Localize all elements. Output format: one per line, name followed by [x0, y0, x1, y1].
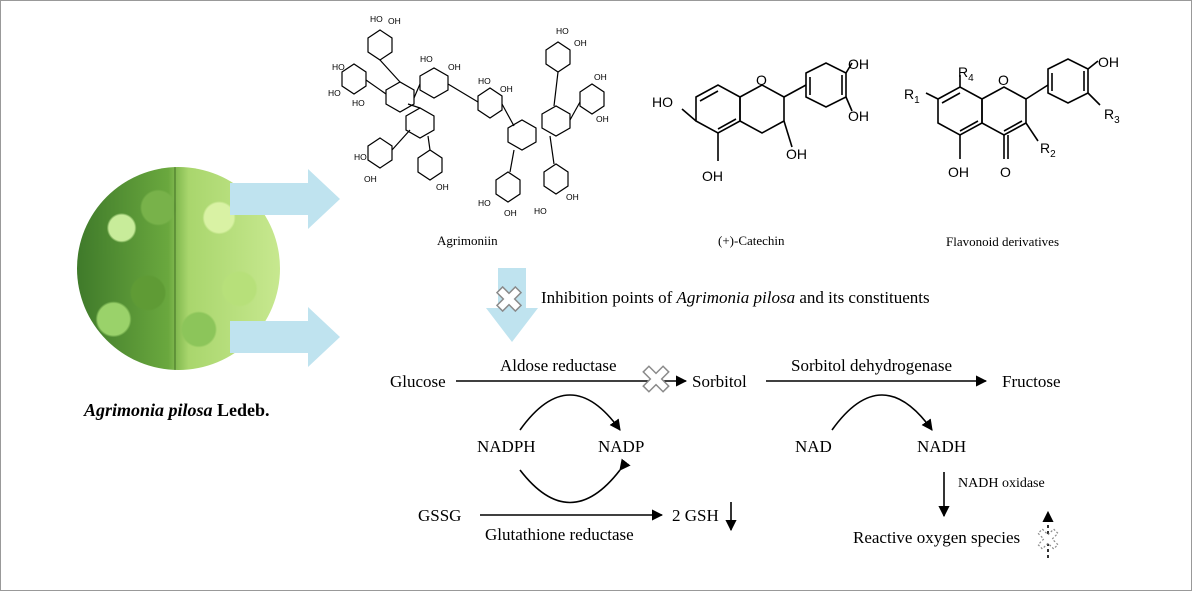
gsh-label: 2 GSH — [672, 506, 719, 525]
ros-label: Reactive oxygen species — [853, 528, 1021, 547]
cross-inhibition-icon — [1037, 528, 1059, 550]
svg-text:HO: HO — [420, 54, 433, 64]
plant-name-label: Agrimonia pilosa Ledeb. — [84, 400, 270, 420]
inhibition-legend: Inhibition points of Agrimonia pilosa an… — [541, 288, 930, 307]
fructose-label: Fructose — [1002, 372, 1061, 391]
svg-text:HO: HO — [478, 198, 491, 208]
nadph-to-nadp-arc — [519, 394, 621, 431]
catechin-structure: HO O OH OH OH OH — [652, 56, 868, 184]
svg-text:HO: HO — [556, 26, 569, 36]
sorbitol-label: Sorbitol — [692, 372, 747, 391]
svg-text:OH: OH — [504, 208, 517, 218]
agrimoniin-label: Agrimoniin — [437, 233, 498, 248]
glucose-label: Glucose — [390, 372, 446, 391]
svg-text:OH: OH — [436, 182, 449, 192]
svg-text:O: O — [1000, 164, 1011, 180]
flavonoid-label: Flavonoid derivatives — [946, 234, 1060, 249]
cross-inhibition-icon — [495, 285, 523, 313]
nadp-label: NADP — [598, 437, 645, 456]
cross-inhibition-icon — [642, 365, 670, 393]
svg-text:O: O — [756, 72, 767, 88]
blue-arrows — [230, 169, 340, 367]
svg-text:OH: OH — [702, 168, 723, 184]
svg-text:OH: OH — [574, 38, 587, 48]
pathway-diagram — [456, 365, 1059, 558]
svg-text:HO: HO — [328, 88, 341, 98]
svg-text:OH: OH — [364, 174, 377, 184]
svg-text:HO: HO — [534, 206, 547, 216]
sorbitol-dehydrogenase-label: Sorbitol dehydrogenase — [791, 356, 952, 375]
svg-text:OH: OH — [848, 56, 868, 72]
gssg-label: GSSG — [418, 506, 462, 525]
svg-text:R1: R1 — [904, 86, 920, 106]
svg-text:R3: R3 — [1104, 106, 1120, 126]
svg-text:OH: OH — [594, 72, 607, 82]
nadh-oxidase-label: NADH oxidase — [958, 476, 1045, 491]
blue-block-arrow-icon — [230, 307, 340, 367]
svg-text:HO: HO — [354, 152, 367, 162]
nadph-label: NADPH — [477, 437, 536, 456]
nadh-label: NADH — [917, 437, 967, 456]
svg-text:OH: OH — [566, 192, 579, 202]
glutathione-reductase-label: Glutathione reductase — [485, 525, 634, 544]
svg-text:HO: HO — [652, 94, 673, 110]
svg-text:OH: OH — [448, 62, 461, 72]
svg-text:OH: OH — [948, 164, 969, 180]
nad-label: NAD — [795, 437, 832, 456]
svg-text:R4: R4 — [958, 64, 974, 84]
svg-text:HO: HO — [370, 14, 383, 24]
aldose-reductase-label: Aldose reductase — [500, 356, 617, 375]
nad-to-nadh-arc — [831, 394, 933, 431]
catechin-label: (+)-Catechin — [718, 233, 785, 248]
flavonoid-structure: R4 R1 O OH R3 R2 O OH — [904, 55, 1120, 180]
blue-block-arrow-icon — [230, 169, 340, 229]
svg-text:R2: R2 — [1040, 140, 1056, 160]
svg-text:O: O — [998, 72, 1009, 88]
svg-text:HO: HO — [478, 76, 491, 86]
svg-text:OH: OH — [1098, 55, 1119, 70]
svg-text:OH: OH — [848, 108, 868, 124]
svg-text:OH: OH — [596, 114, 609, 124]
svg-text:OH: OH — [786, 146, 807, 162]
svg-text:HO: HO — [332, 62, 345, 72]
nadp-to-nadph-arc — [519, 458, 631, 504]
svg-text:HO: HO — [352, 98, 365, 108]
svg-text:OH: OH — [500, 84, 513, 94]
svg-text:OH: OH — [388, 16, 401, 26]
